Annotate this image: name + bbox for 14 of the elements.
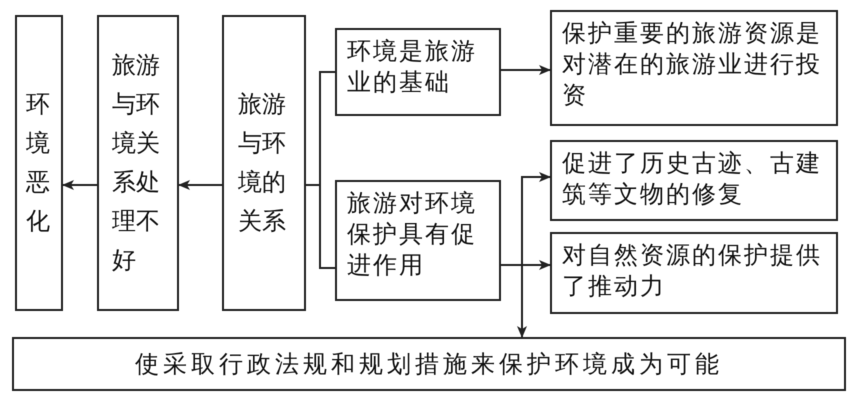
text-box: 保护重要的旅游资源是对潜在的旅游业进行投资: [550, 10, 838, 126]
text-box: 环境是旅游业的基础: [335, 28, 501, 116]
connector-line: [306, 184, 335, 269]
text-box: 使采取行政法规和规划措施来保护环境成为可能: [12, 337, 846, 391]
text-box: 促进了历史古迹、古建筑等文物的修复: [550, 140, 838, 221]
text-box: 对自然资源的保护提供了推动力: [550, 232, 838, 314]
text-box: 旅游与环境的关系: [222, 15, 306, 311]
text-box: 旅游对环境保护具有促进作用: [335, 180, 501, 301]
arrow: [501, 264, 527, 338]
text-box: 环境恶化: [15, 15, 63, 311]
arrow: [178, 180, 222, 190]
arrow: [501, 65, 551, 75]
arrow: [62, 180, 97, 190]
text-box: 旅游与环境关系处理不好: [97, 15, 179, 311]
